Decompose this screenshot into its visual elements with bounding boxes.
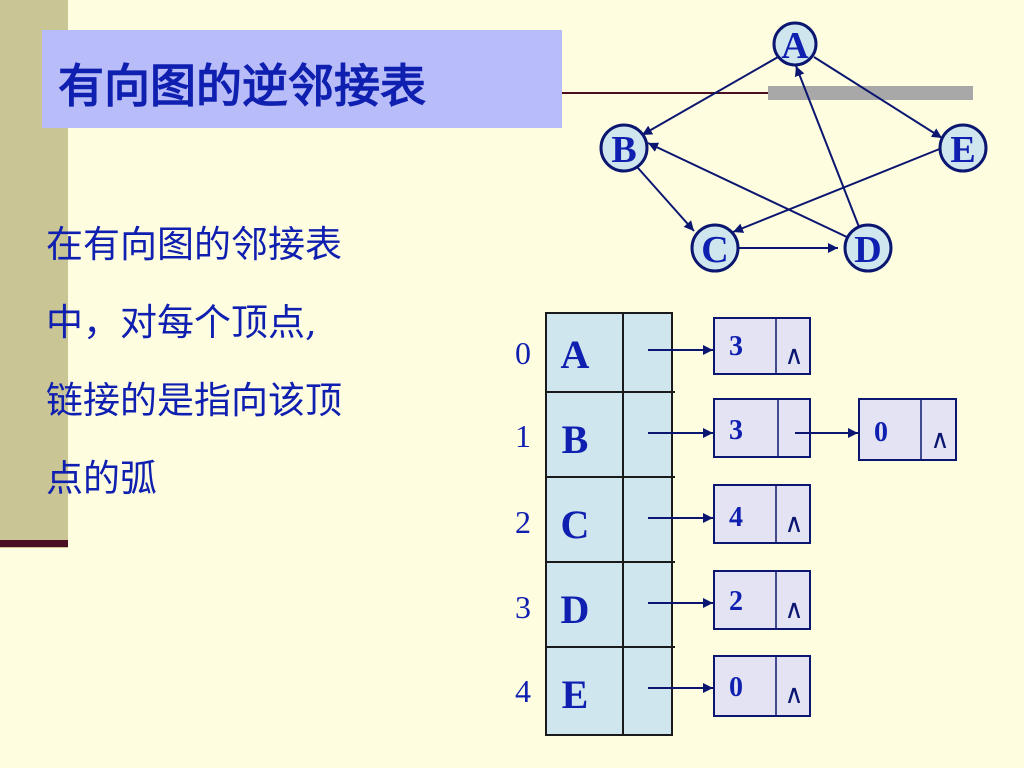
graph-node-e: E	[938, 123, 988, 173]
svg-text:2: 2	[729, 586, 743, 617]
edge-a-b	[641, 56, 779, 136]
vertex-table	[545, 312, 675, 736]
svg-text:E: E	[950, 129, 975, 171]
svg-text:∧: ∧	[784, 509, 803, 539]
svg-text:C: C	[701, 229, 728, 271]
title-rule	[562, 92, 972, 94]
row-vertex: D	[561, 587, 590, 632]
edge-d-a	[794, 65, 860, 228]
row-index: 2	[515, 504, 531, 540]
body-line: 点的弧	[46, 457, 157, 500]
graph-edges	[637, 56, 943, 253]
row-index: 3	[515, 589, 531, 625]
edge-b-c	[637, 167, 695, 232]
row-index: 1	[515, 418, 531, 454]
list-node: 3	[713, 398, 811, 458]
svg-text:∧: ∧	[784, 341, 803, 371]
table-row: 3 D 2 ∧	[515, 570, 811, 632]
edge-a-e	[813, 56, 943, 139]
svg-text:∧: ∧	[930, 425, 949, 455]
graph-node-b: B	[599, 123, 649, 173]
body-line: 链接的是指向该顶	[46, 379, 342, 422]
svg-text:0: 0	[729, 672, 743, 703]
left-decor-line	[0, 540, 68, 547]
list-node: 3 ∧	[713, 317, 811, 375]
title-box	[42, 30, 562, 128]
svg-text:3: 3	[729, 415, 743, 446]
body-line: 在有向图的邻接表	[46, 223, 342, 266]
row-vertex: E	[562, 672, 589, 717]
svg-text:A: A	[781, 25, 809, 67]
row-vertex: C	[561, 502, 590, 547]
graph-node-a: A	[772, 21, 818, 67]
slide-title: 有向图的逆邻接表	[58, 59, 426, 113]
row-index: 4	[515, 673, 531, 709]
list-node: 4 ∧	[713, 484, 811, 544]
body-line: 中，对每个顶点,	[46, 301, 317, 344]
table-row: 4 E 0 ∧	[515, 655, 811, 717]
row-vertex: B	[562, 417, 589, 462]
list-node: 0 ∧	[713, 655, 811, 717]
graph-node-d: D	[843, 223, 893, 273]
svg-text:∧: ∧	[784, 595, 803, 625]
svg-text:0: 0	[874, 417, 888, 448]
table-row: 0 A 3 ∧	[515, 317, 811, 377]
body-text: 在有向图的邻接表 中，对每个顶点, 链接的是指向该顶 点的弧	[46, 206, 456, 518]
svg-text:D: D	[854, 229, 881, 271]
svg-text:B: B	[611, 129, 636, 171]
row-vertex: A	[561, 332, 590, 377]
edge-d-b	[647, 142, 850, 239]
edge-e-c	[732, 147, 943, 233]
table-row: 2 C 4 ∧	[515, 484, 811, 547]
graph-node-c: C	[690, 223, 740, 273]
list-node: 2 ∧	[713, 570, 811, 630]
svg-text:3: 3	[729, 331, 743, 362]
table-row: 1 B 3 0 ∧	[515, 398, 957, 462]
row-index: 0	[515, 335, 531, 371]
svg-text:∧: ∧	[784, 680, 803, 710]
list-node: 0 ∧	[858, 398, 957, 461]
svg-text:4: 4	[729, 502, 743, 533]
